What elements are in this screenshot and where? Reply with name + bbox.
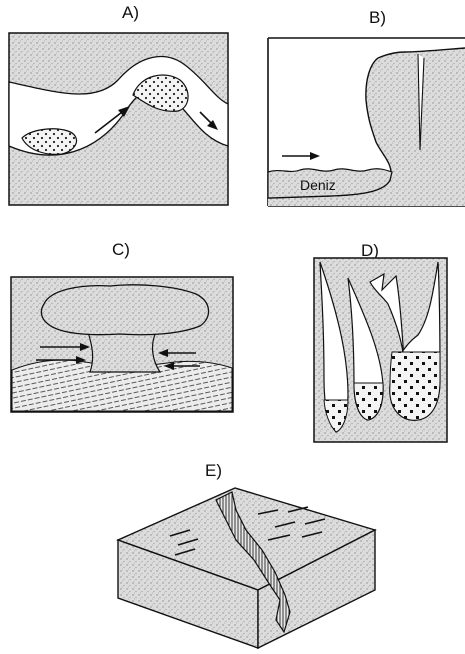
- panel-b-sea-cliff: Deniz: [268, 38, 465, 208]
- rock-cap: [41, 285, 208, 335]
- sea-label: Deniz: [300, 177, 336, 193]
- pothole-3-deposit: [390, 352, 440, 420]
- rock-pedestal: [88, 332, 160, 372]
- panel-c-mushroom-rock: [11, 277, 233, 412]
- panel-d-potholes: [314, 258, 447, 442]
- panel-e-fault-block: [118, 488, 375, 648]
- panel-a-meander: [9, 33, 228, 205]
